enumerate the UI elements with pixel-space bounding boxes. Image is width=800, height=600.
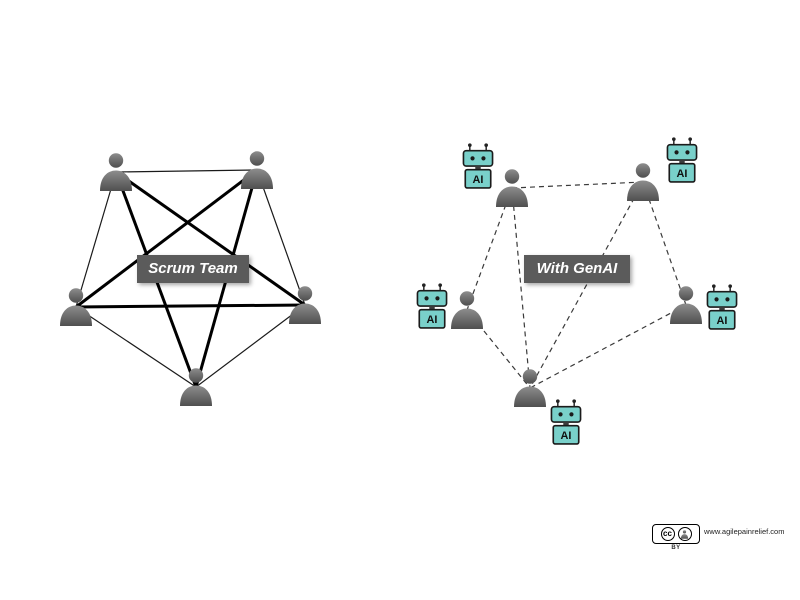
cc-by-person-icon (677, 527, 692, 541)
ai-robot-icon (702, 283, 742, 338)
scrum-outer-edges (75, 169, 306, 388)
ai-robot-icon (662, 136, 702, 191)
genai-dashed-edges (466, 181, 687, 389)
person-icon (668, 285, 704, 330)
ai-robot-icon (546, 398, 586, 453)
person-icon (449, 290, 485, 335)
person-icon (494, 168, 530, 213)
person-icon (287, 285, 323, 330)
scrum-team-label: Scrum Team (137, 255, 249, 283)
person-icon (512, 368, 548, 413)
person-icon (98, 152, 134, 197)
cc-badge-box: cc (652, 524, 700, 544)
attribution-url: www.agilepainrelief.com (704, 527, 785, 536)
with-genai-label: With GenAI (524, 255, 630, 283)
ai-robot-icon (458, 142, 498, 197)
person-icon (239, 150, 275, 195)
ai-robot-icon (412, 282, 452, 337)
person-icon (58, 287, 94, 332)
person-icon (625, 162, 661, 207)
cc-license-badge: cc BY (652, 524, 700, 551)
license-footer: cc BY www.agilepainrelief.com (652, 524, 784, 551)
cc-by-label: BY (671, 545, 681, 551)
cc-icon: cc (660, 527, 675, 541)
person-icon (178, 367, 214, 412)
